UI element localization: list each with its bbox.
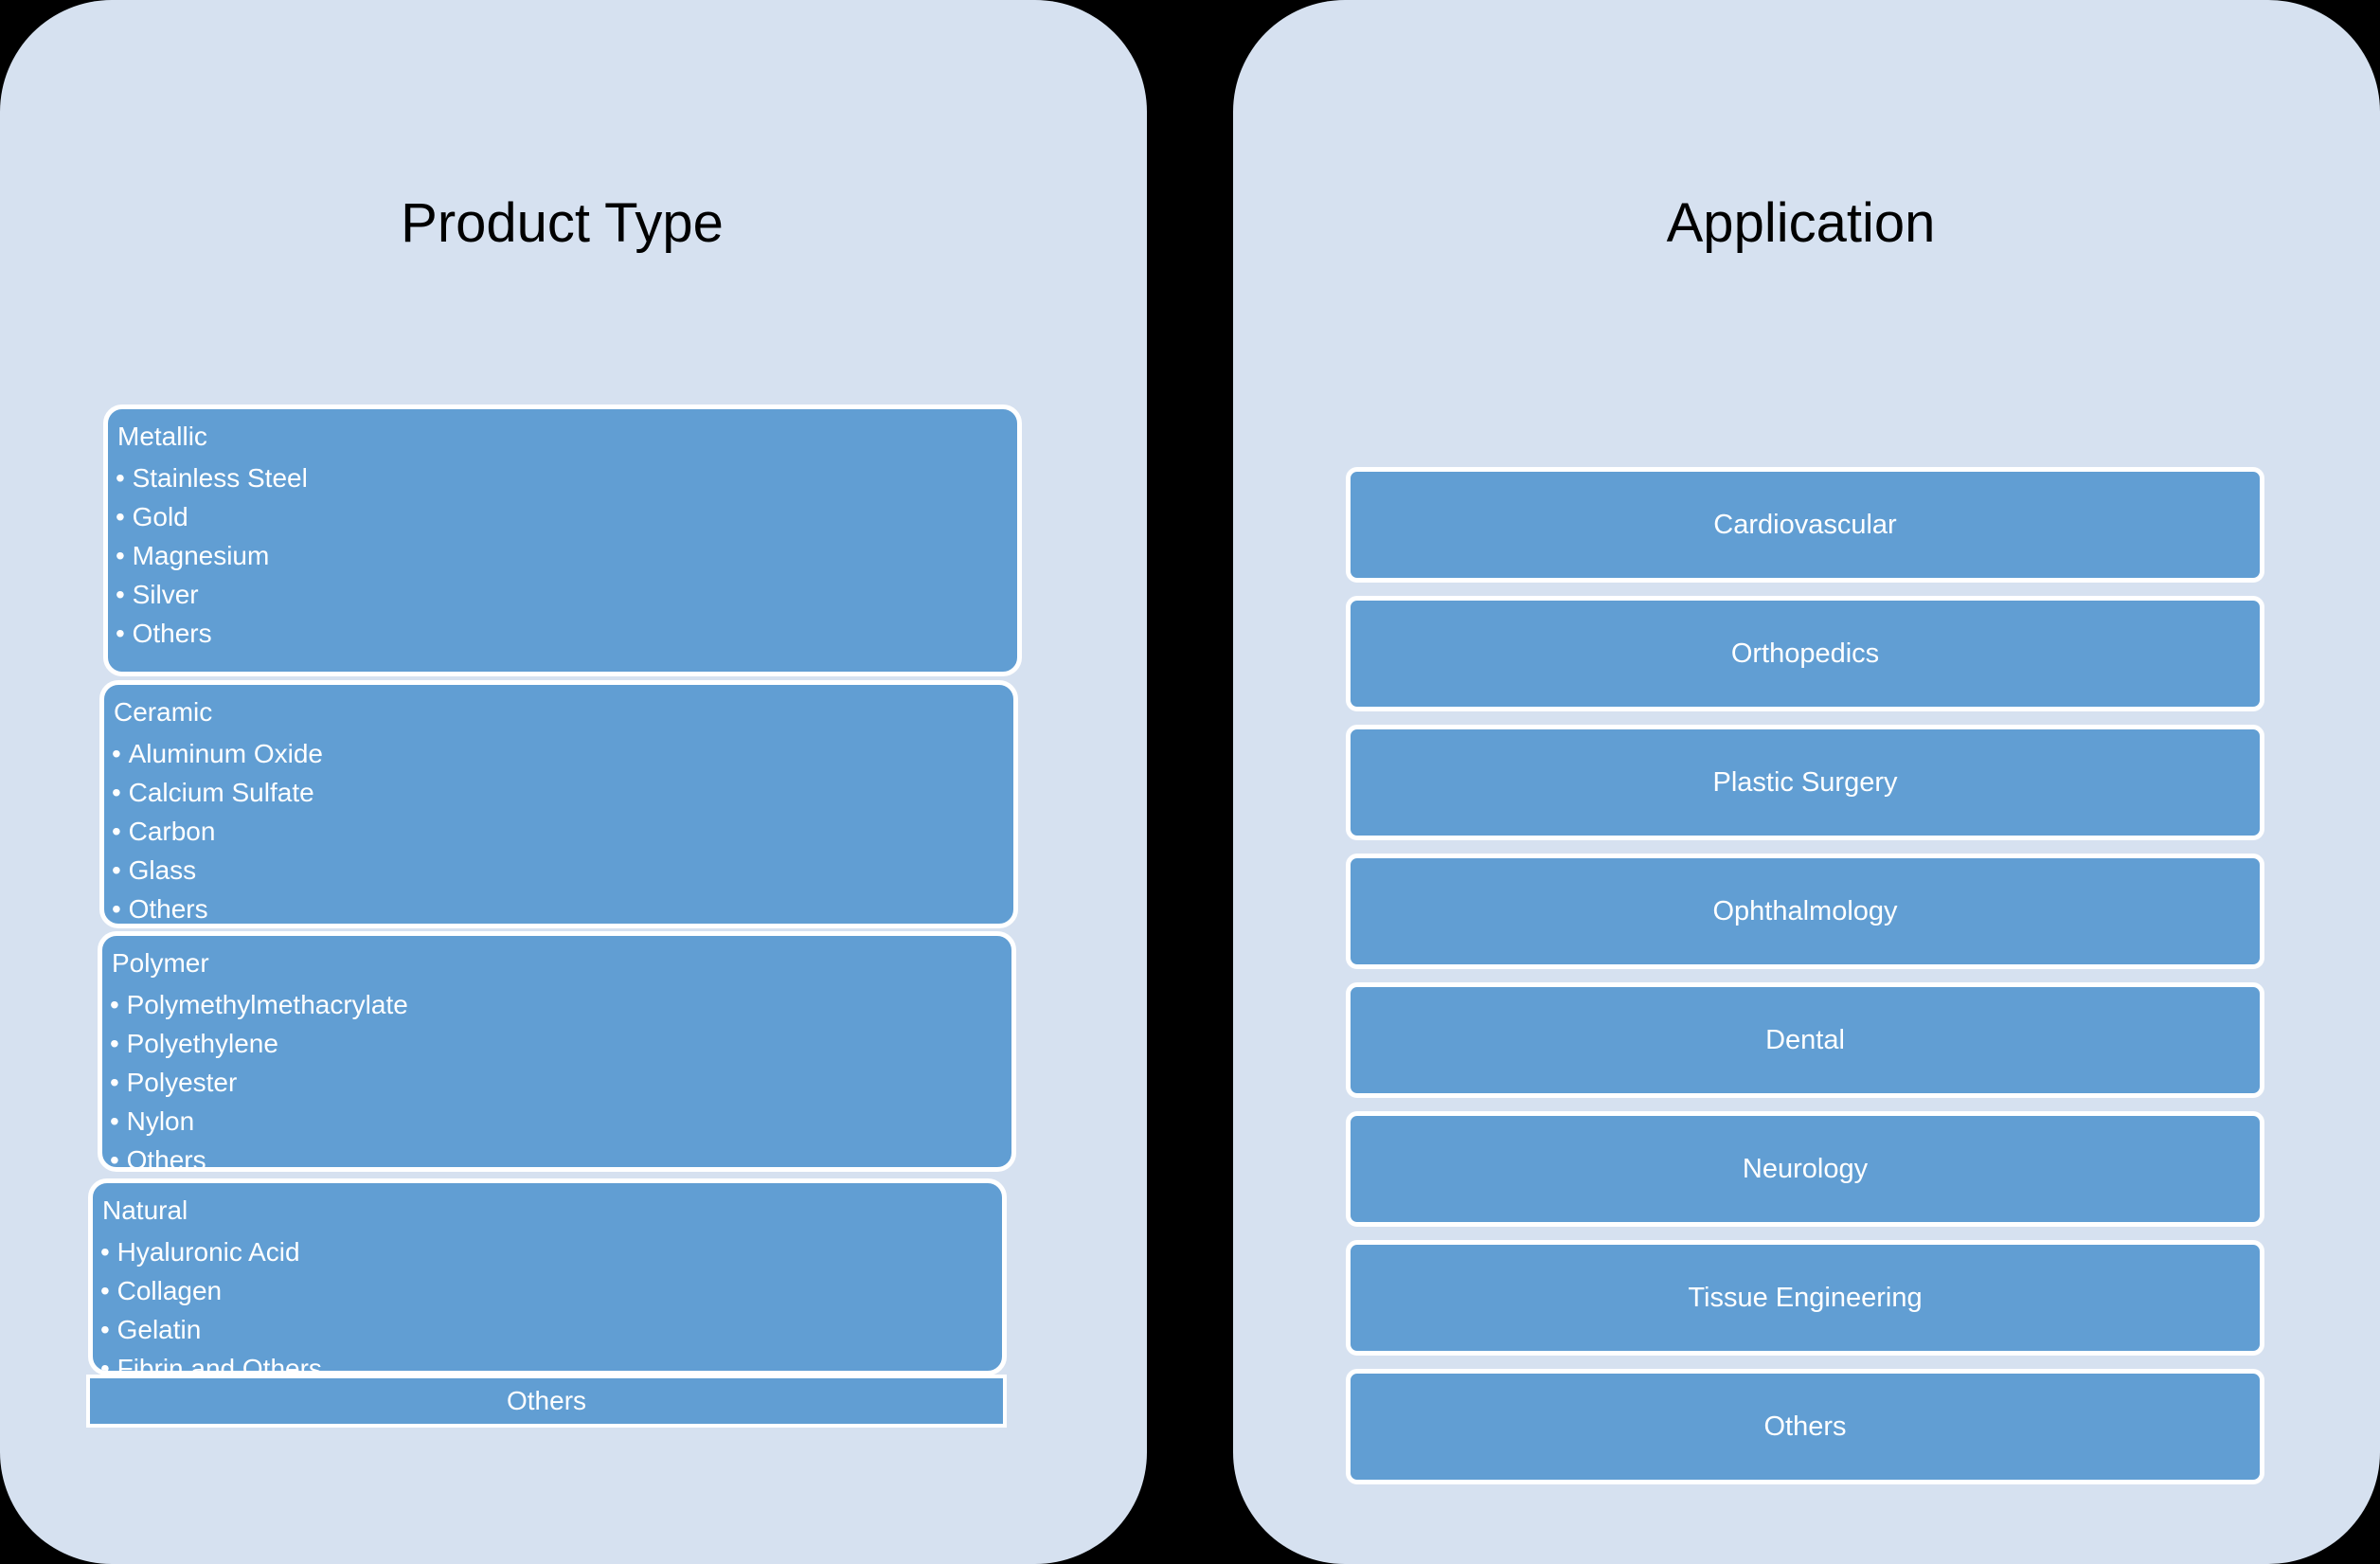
product-others-bar: Others (86, 1375, 1007, 1428)
list-item: Polymethylmethacrylate (110, 985, 1011, 1024)
group-heading: Metallic (117, 422, 207, 451)
application-item-neurology: Neurology (1346, 1111, 2264, 1227)
group-items: Polymethylmethacrylate Polyethylene Poly… (110, 985, 1011, 1167)
product-type-title: Product Type (401, 192, 724, 254)
natural-box: Natural Hyaluronic Acid Collagen Gelatin… (88, 1178, 1007, 1375)
group-heading: Ceramic (114, 697, 213, 727)
list-item: Nylon (110, 1102, 1011, 1141)
application-item-cardiovascular: Cardiovascular (1346, 467, 2264, 583)
group-heading: Natural (102, 1195, 188, 1225)
list-item: Silver (116, 575, 1017, 614)
list-item: Magnesium (116, 536, 1017, 575)
ceramic-box: Ceramic Aluminum Oxide Calcium Sulfate C… (99, 680, 1018, 928)
list-item: Others (116, 614, 1017, 653)
metallic-box: Metallic Stainless Steel Gold Magnesium … (103, 404, 1022, 676)
application-item-orthopedics: Orthopedics (1346, 596, 2264, 711)
list-item: Gelatin (100, 1310, 1002, 1349)
list-item: Collagen (100, 1271, 1002, 1310)
list-item: Others (110, 1141, 1011, 1167)
list-item: Glass (112, 851, 1013, 890)
application-item-others: Others (1346, 1369, 2264, 1484)
group-items: Stainless Steel Gold Magnesium Silver Ot… (116, 458, 1017, 653)
list-item: Polyethylene (110, 1024, 1011, 1063)
list-item: Carbon (112, 812, 1013, 851)
list-item: Gold (116, 497, 1017, 536)
application-item-tissue-engineering: Tissue Engineering (1346, 1240, 2264, 1356)
group-items: Hyaluronic Acid Collagen Gelatin Fibrin … (100, 1232, 1002, 1371)
list-item: Stainless Steel (116, 458, 1017, 497)
application-item-plastic-surgery: Plastic Surgery (1346, 725, 2264, 840)
application-item-ophthalmology: Ophthalmology (1346, 854, 2264, 969)
application-title: Application (1666, 192, 1936, 254)
list-item: Polyester (110, 1063, 1011, 1102)
list-item: Hyaluronic Acid (100, 1232, 1002, 1271)
list-item: Aluminum Oxide (112, 734, 1013, 773)
application-item-dental: Dental (1346, 982, 2264, 1098)
list-item: Others (112, 890, 1013, 924)
group-heading: Polymer (112, 948, 209, 978)
group-items: Aluminum Oxide Calcium Sulfate Carbon Gl… (112, 734, 1013, 924)
polymer-box: Polymer Polymethylmethacrylate Polyethyl… (98, 931, 1016, 1172)
list-item: Fibrin and Others (100, 1349, 1002, 1371)
list-item: Calcium Sulfate (112, 773, 1013, 812)
